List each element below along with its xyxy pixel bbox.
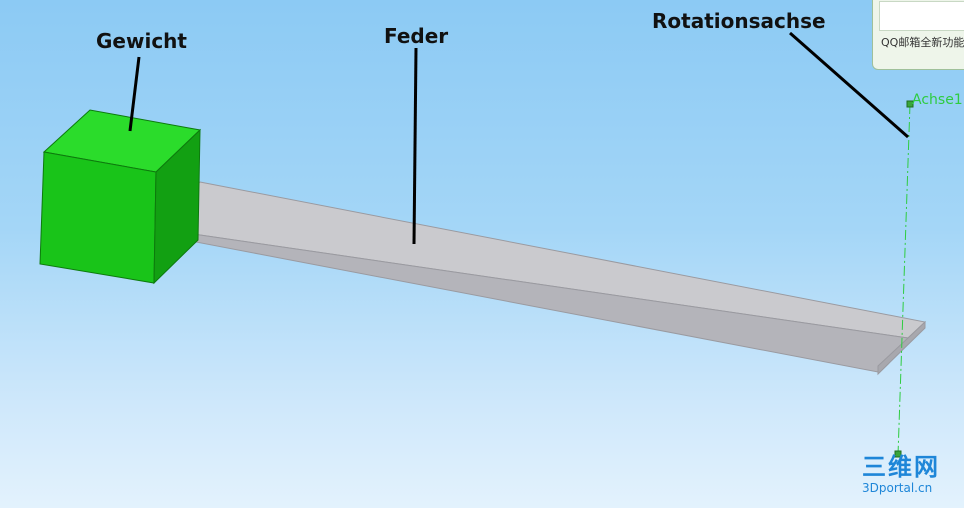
label-weight: Gewicht <box>96 29 187 53</box>
leader-line-weight <box>128 56 141 132</box>
mail-popup-text[interactable]: QQ邮箱全新功能 <box>881 36 964 49</box>
axis-endpoint-bottom[interactable] <box>894 450 902 458</box>
label-spring: Feder <box>384 24 449 48</box>
mail-popup[interactable]: QQ邮箱全新功能 <box>872 0 964 70</box>
watermark-url: 3Dportal.cn <box>862 481 933 495</box>
mail-popup-content-area <box>879 1 964 31</box>
leader-line-spring <box>412 47 418 245</box>
weight-block-front <box>39 151 157 284</box>
axis-name-label[interactable]: Achse1 <box>912 92 963 108</box>
weight-block-side <box>153 128 201 285</box>
rotation-axis-line <box>897 103 911 456</box>
watermark: 三维网 3Dportal.cn <box>862 455 962 494</box>
leader-lines <box>128 31 909 245</box>
rotation-axis <box>894 100 914 458</box>
label-rotation-axis: Rotationsachse <box>652 9 826 33</box>
spring-plate-top <box>150 181 927 339</box>
watermark-logo: 三维网 <box>862 453 940 481</box>
weight-block <box>39 109 202 285</box>
spring-plate <box>150 181 927 376</box>
axis-endpoint-top[interactable] <box>906 100 914 108</box>
leader-line-rotation-axis <box>789 31 909 139</box>
